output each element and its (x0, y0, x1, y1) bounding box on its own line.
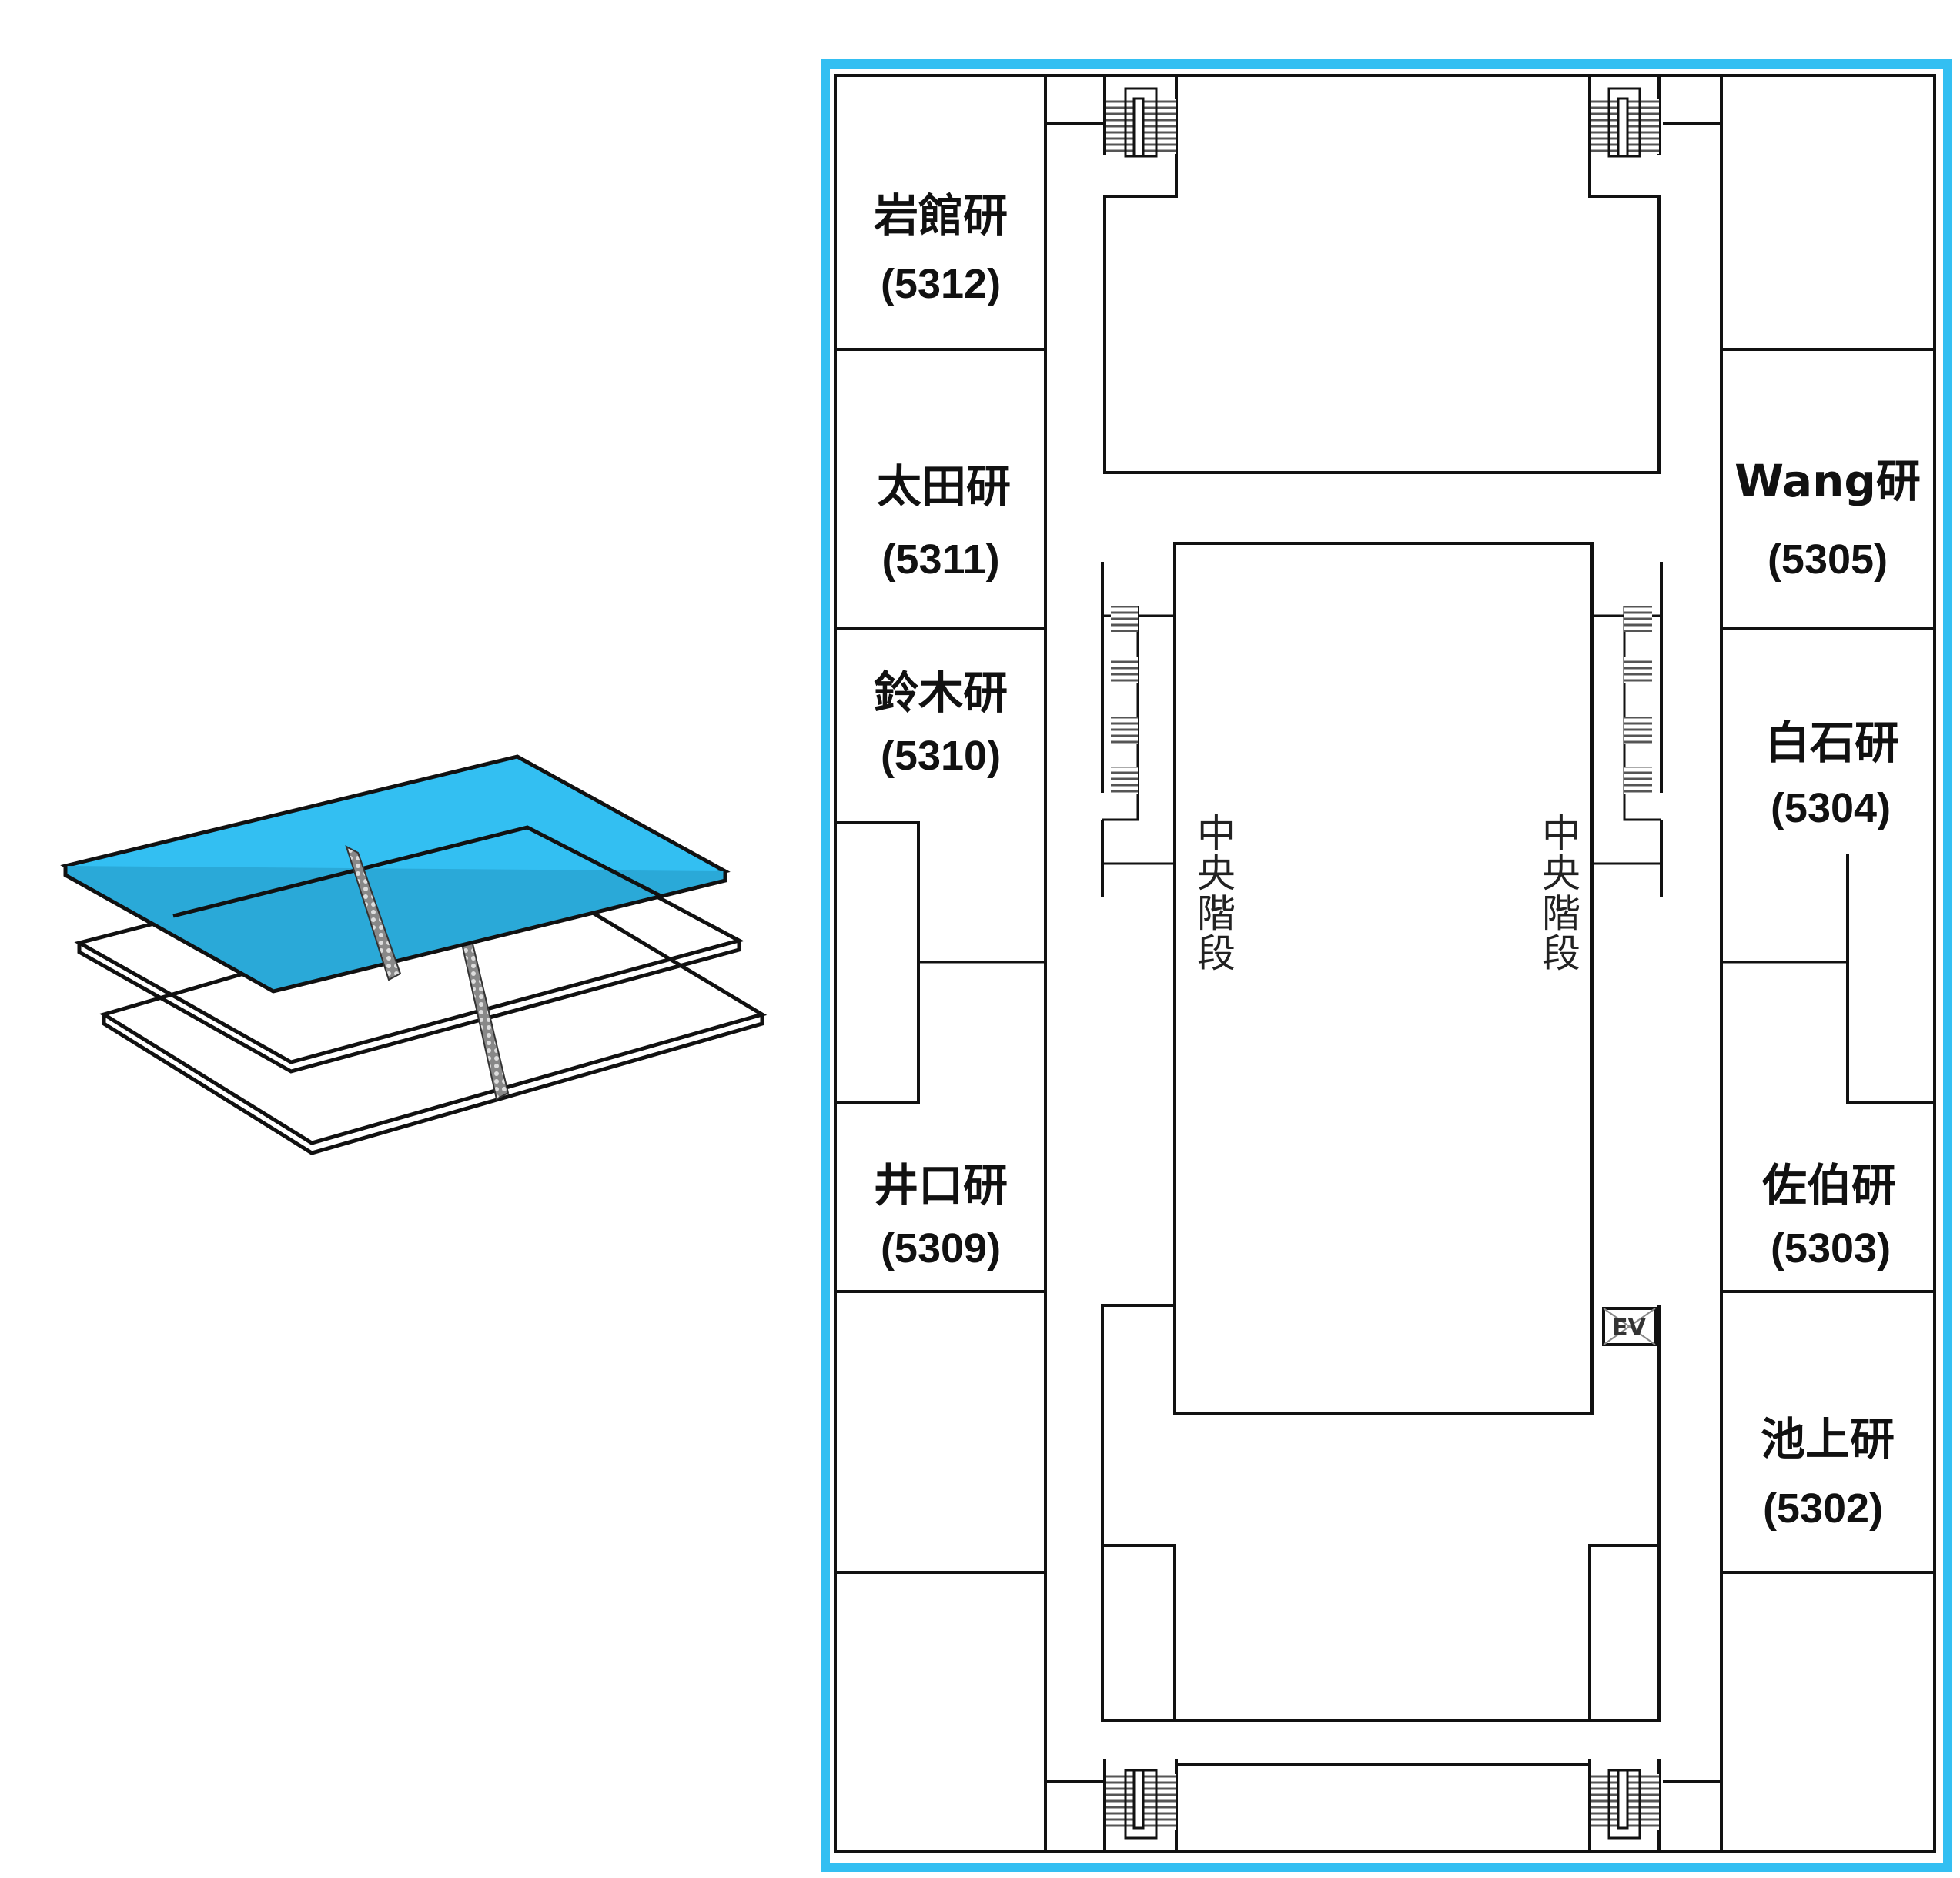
svg-text:階: 階 (1542, 891, 1580, 936)
stair-bottom-right (1591, 1769, 1659, 1840)
room-number: (5302) (1763, 1485, 1883, 1532)
room-name: 鈴木研 (874, 667, 1008, 719)
room-number: (5305) (1768, 536, 1888, 583)
room-number: (5304) (1771, 785, 1891, 831)
elevator-icon: EV (1602, 1307, 1657, 1346)
floor-plan-frame (821, 59, 1952, 1872)
room-name: 岩館研 (874, 189, 1008, 242)
room-number: (5309) (881, 1225, 1001, 1271)
room-number: (5310) (881, 733, 1001, 779)
central-stairs-label-left: 中 央 階 段 (1197, 811, 1236, 976)
floor-plan: 中 央 階 段 中 央 階 段 EV (821, 59, 1952, 1872)
room-5310[interactable]: 鈴木研 (5310) (837, 630, 1044, 821)
outer-wall (834, 74, 1936, 1853)
svg-text:中: 中 (1542, 811, 1580, 856)
room-5302[interactable]: 池上研 (5302) (1723, 1293, 1933, 1571)
room-name: 太田研 (877, 460, 1011, 513)
svg-text:央: 央 (1542, 851, 1580, 896)
central-stair-right (1592, 562, 1663, 897)
svg-text:階: 階 (1197, 891, 1236, 936)
room-name: 佐伯研 (1761, 1159, 1896, 1211)
room-number: (5312) (881, 261, 1001, 307)
svg-text:中: 中 (1197, 811, 1236, 856)
room-name: 池上研 (1761, 1413, 1895, 1465)
svg-text:段: 段 (1542, 931, 1580, 976)
room-5305[interactable]: Wang研 (5305) (1723, 351, 1933, 627)
room-5309[interactable]: 井口研 (5309) (837, 1104, 1044, 1290)
stair-bottom-left (1106, 1769, 1176, 1840)
floor-layer-top-highlighted[interactable] (60, 754, 731, 994)
room-5304[interactable]: 白石研 (5304) (1723, 630, 1933, 961)
room-name: 白石研 (1765, 717, 1899, 769)
room-name: 井口研 (874, 1159, 1008, 1211)
room-5311[interactable]: 太田研 (5311) (837, 351, 1044, 627)
svg-text:段: 段 (1197, 931, 1236, 976)
room-number: (5303) (1771, 1225, 1891, 1271)
central-stair-left (1101, 562, 1175, 897)
room-5303[interactable]: 佐伯研 (5303) (1723, 1104, 1933, 1290)
stacked-floors-icon[interactable] (60, 754, 768, 1155)
central-atrium (1173, 542, 1594, 1415)
central-stairs-label-right: 中 央 階 段 (1542, 811, 1580, 976)
stair-top-right (1591, 87, 1659, 158)
svg-text:央: 央 (1197, 851, 1236, 896)
stair-top-left (1106, 87, 1176, 158)
room-5312[interactable]: 岩館研 (5312) (837, 77, 1044, 348)
room-name: Wang研 (1734, 455, 1921, 507)
staircase-connector-icon (345, 844, 402, 981)
room-number: (5311) (881, 536, 999, 583)
svg-text:EV: EV (1612, 1315, 1646, 1342)
